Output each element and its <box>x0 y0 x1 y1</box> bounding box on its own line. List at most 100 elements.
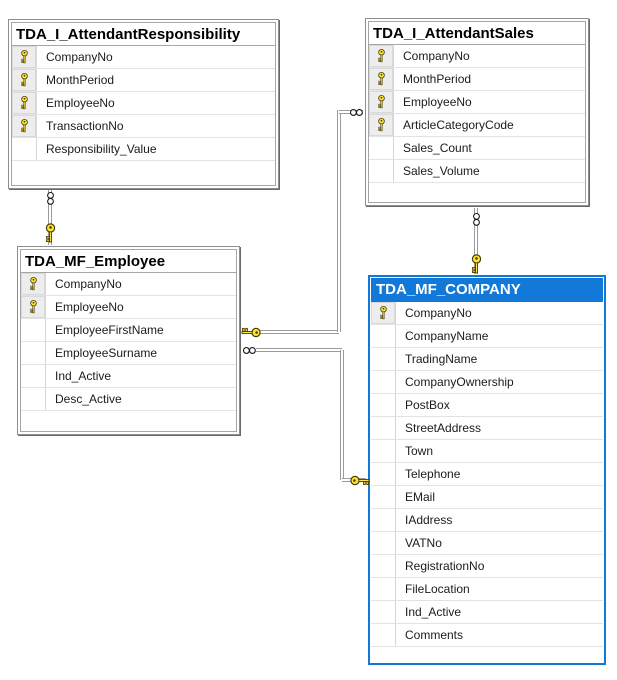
row-gutter <box>371 348 396 370</box>
column-row[interactable]: CompanyNo <box>371 302 603 325</box>
column-row[interactable]: CompanyNo <box>369 45 585 68</box>
infinity-endpoint-icon <box>472 212 481 227</box>
column-row[interactable]: ArticleCategoryCode <box>369 114 585 137</box>
column-row[interactable]: EMail <box>371 486 603 509</box>
column-name: TransactionNo <box>46 119 124 133</box>
row-gutter <box>371 601 396 623</box>
table-title[interactable]: TDA_MF_Employee <box>21 250 236 273</box>
primary-key-cell <box>369 45 394 67</box>
key-endpoint-icon <box>470 253 483 275</box>
column-name: CompanyNo <box>403 49 470 63</box>
column-row[interactable]: Ind_Active <box>371 601 603 624</box>
table-title[interactable]: TDA_MF_COMPANY <box>371 278 603 302</box>
column-row[interactable]: PostBox <box>371 394 603 417</box>
relationship-line[interactable] <box>340 350 344 480</box>
row-gutter <box>371 463 396 485</box>
table-title[interactable]: TDA_I_AttendantResponsibility <box>12 23 275 46</box>
key-endpoint-icon <box>349 474 371 487</box>
row-gutter <box>371 624 396 646</box>
column-row[interactable]: TradingName <box>371 348 603 371</box>
row-gutter <box>21 319 46 341</box>
column-name: PostBox <box>405 398 450 412</box>
column-row[interactable]: CompanyOwnership <box>371 371 603 394</box>
column-row[interactable]: Town <box>371 440 603 463</box>
row-gutter <box>371 440 396 462</box>
column-name: IAddress <box>405 513 453 527</box>
key-icon <box>20 49 29 65</box>
relationship-line[interactable] <box>48 190 52 245</box>
column-row[interactable]: CompanyNo <box>12 46 275 69</box>
column-name: EmployeeNo <box>46 96 115 110</box>
column-name: MonthPeriod <box>403 72 472 86</box>
column-name: FileLocation <box>405 582 470 596</box>
column-row[interactable]: EmployeeNo <box>369 91 585 114</box>
column-row[interactable]: EmployeeNo <box>21 296 236 319</box>
key-icon <box>379 305 388 321</box>
column-row[interactable]: Comments <box>371 624 603 647</box>
infinity-endpoint-icon <box>349 108 364 117</box>
column-name: Sales_Volume <box>403 164 480 178</box>
column-row[interactable]: VATNo <box>371 532 603 555</box>
column-row[interactable]: TransactionNo <box>12 115 275 138</box>
column-row[interactable]: CompanyNo <box>21 273 236 296</box>
primary-key-cell <box>12 92 37 114</box>
infinity-endpoint-icon <box>46 191 55 206</box>
column-row[interactable]: Ind_Active <box>21 365 236 388</box>
primary-key-cell <box>12 69 37 91</box>
column-name: VATNo <box>405 536 442 550</box>
key-icon <box>377 117 386 133</box>
key-icon <box>377 48 386 64</box>
column-name: Responsibility_Value <box>46 142 157 156</box>
column-row[interactable]: StreetAddress <box>371 417 603 440</box>
column-row[interactable]: CompanyName <box>371 325 603 348</box>
infinity-endpoint-icon <box>242 346 257 355</box>
row-gutter <box>371 578 396 600</box>
row-gutter <box>369 137 394 159</box>
relationship-line[interactable] <box>474 208 478 274</box>
column-row[interactable]: MonthPeriod <box>12 69 275 92</box>
key-icon <box>20 72 29 88</box>
relationship-line[interactable] <box>256 348 342 352</box>
column-row[interactable]: MonthPeriod <box>369 68 585 91</box>
column-row[interactable]: Sales_Count <box>369 137 585 160</box>
row-gutter <box>12 138 37 160</box>
column-name: EMail <box>405 490 436 504</box>
column-name: TradingName <box>405 352 478 366</box>
key-icon <box>29 299 38 315</box>
row-gutter <box>371 394 396 416</box>
column-name: EmployeeNo <box>55 300 124 314</box>
key-icon <box>377 71 386 87</box>
column-name: EmployeeFirstName <box>55 323 164 337</box>
column-row[interactable]: Desc_Active <box>21 388 236 411</box>
row-gutter <box>371 325 396 347</box>
column-row[interactable]: EmployeeSurname <box>21 342 236 365</box>
column-row[interactable]: Sales_Volume <box>369 160 585 183</box>
column-name: Town <box>405 444 434 458</box>
row-gutter <box>371 486 396 508</box>
key-icon <box>20 95 29 111</box>
column-row[interactable]: Responsibility_Value <box>12 138 275 161</box>
table-title[interactable]: TDA_I_AttendantSales <box>369 22 585 45</box>
column-row[interactable]: FileLocation <box>371 578 603 601</box>
column-row[interactable]: RegistrationNo <box>371 555 603 578</box>
relationship-line[interactable] <box>337 110 341 332</box>
column-row[interactable]: EmployeeNo <box>12 92 275 115</box>
column-name: Desc_Active <box>55 392 122 406</box>
column-row[interactable]: Telephone <box>371 463 603 486</box>
primary-key-cell <box>371 302 396 324</box>
column-row[interactable]: EmployeeFirstName <box>21 319 236 342</box>
column-row[interactable]: IAddress <box>371 509 603 532</box>
primary-key-cell <box>369 68 394 90</box>
relationship-line[interactable] <box>257 330 339 334</box>
